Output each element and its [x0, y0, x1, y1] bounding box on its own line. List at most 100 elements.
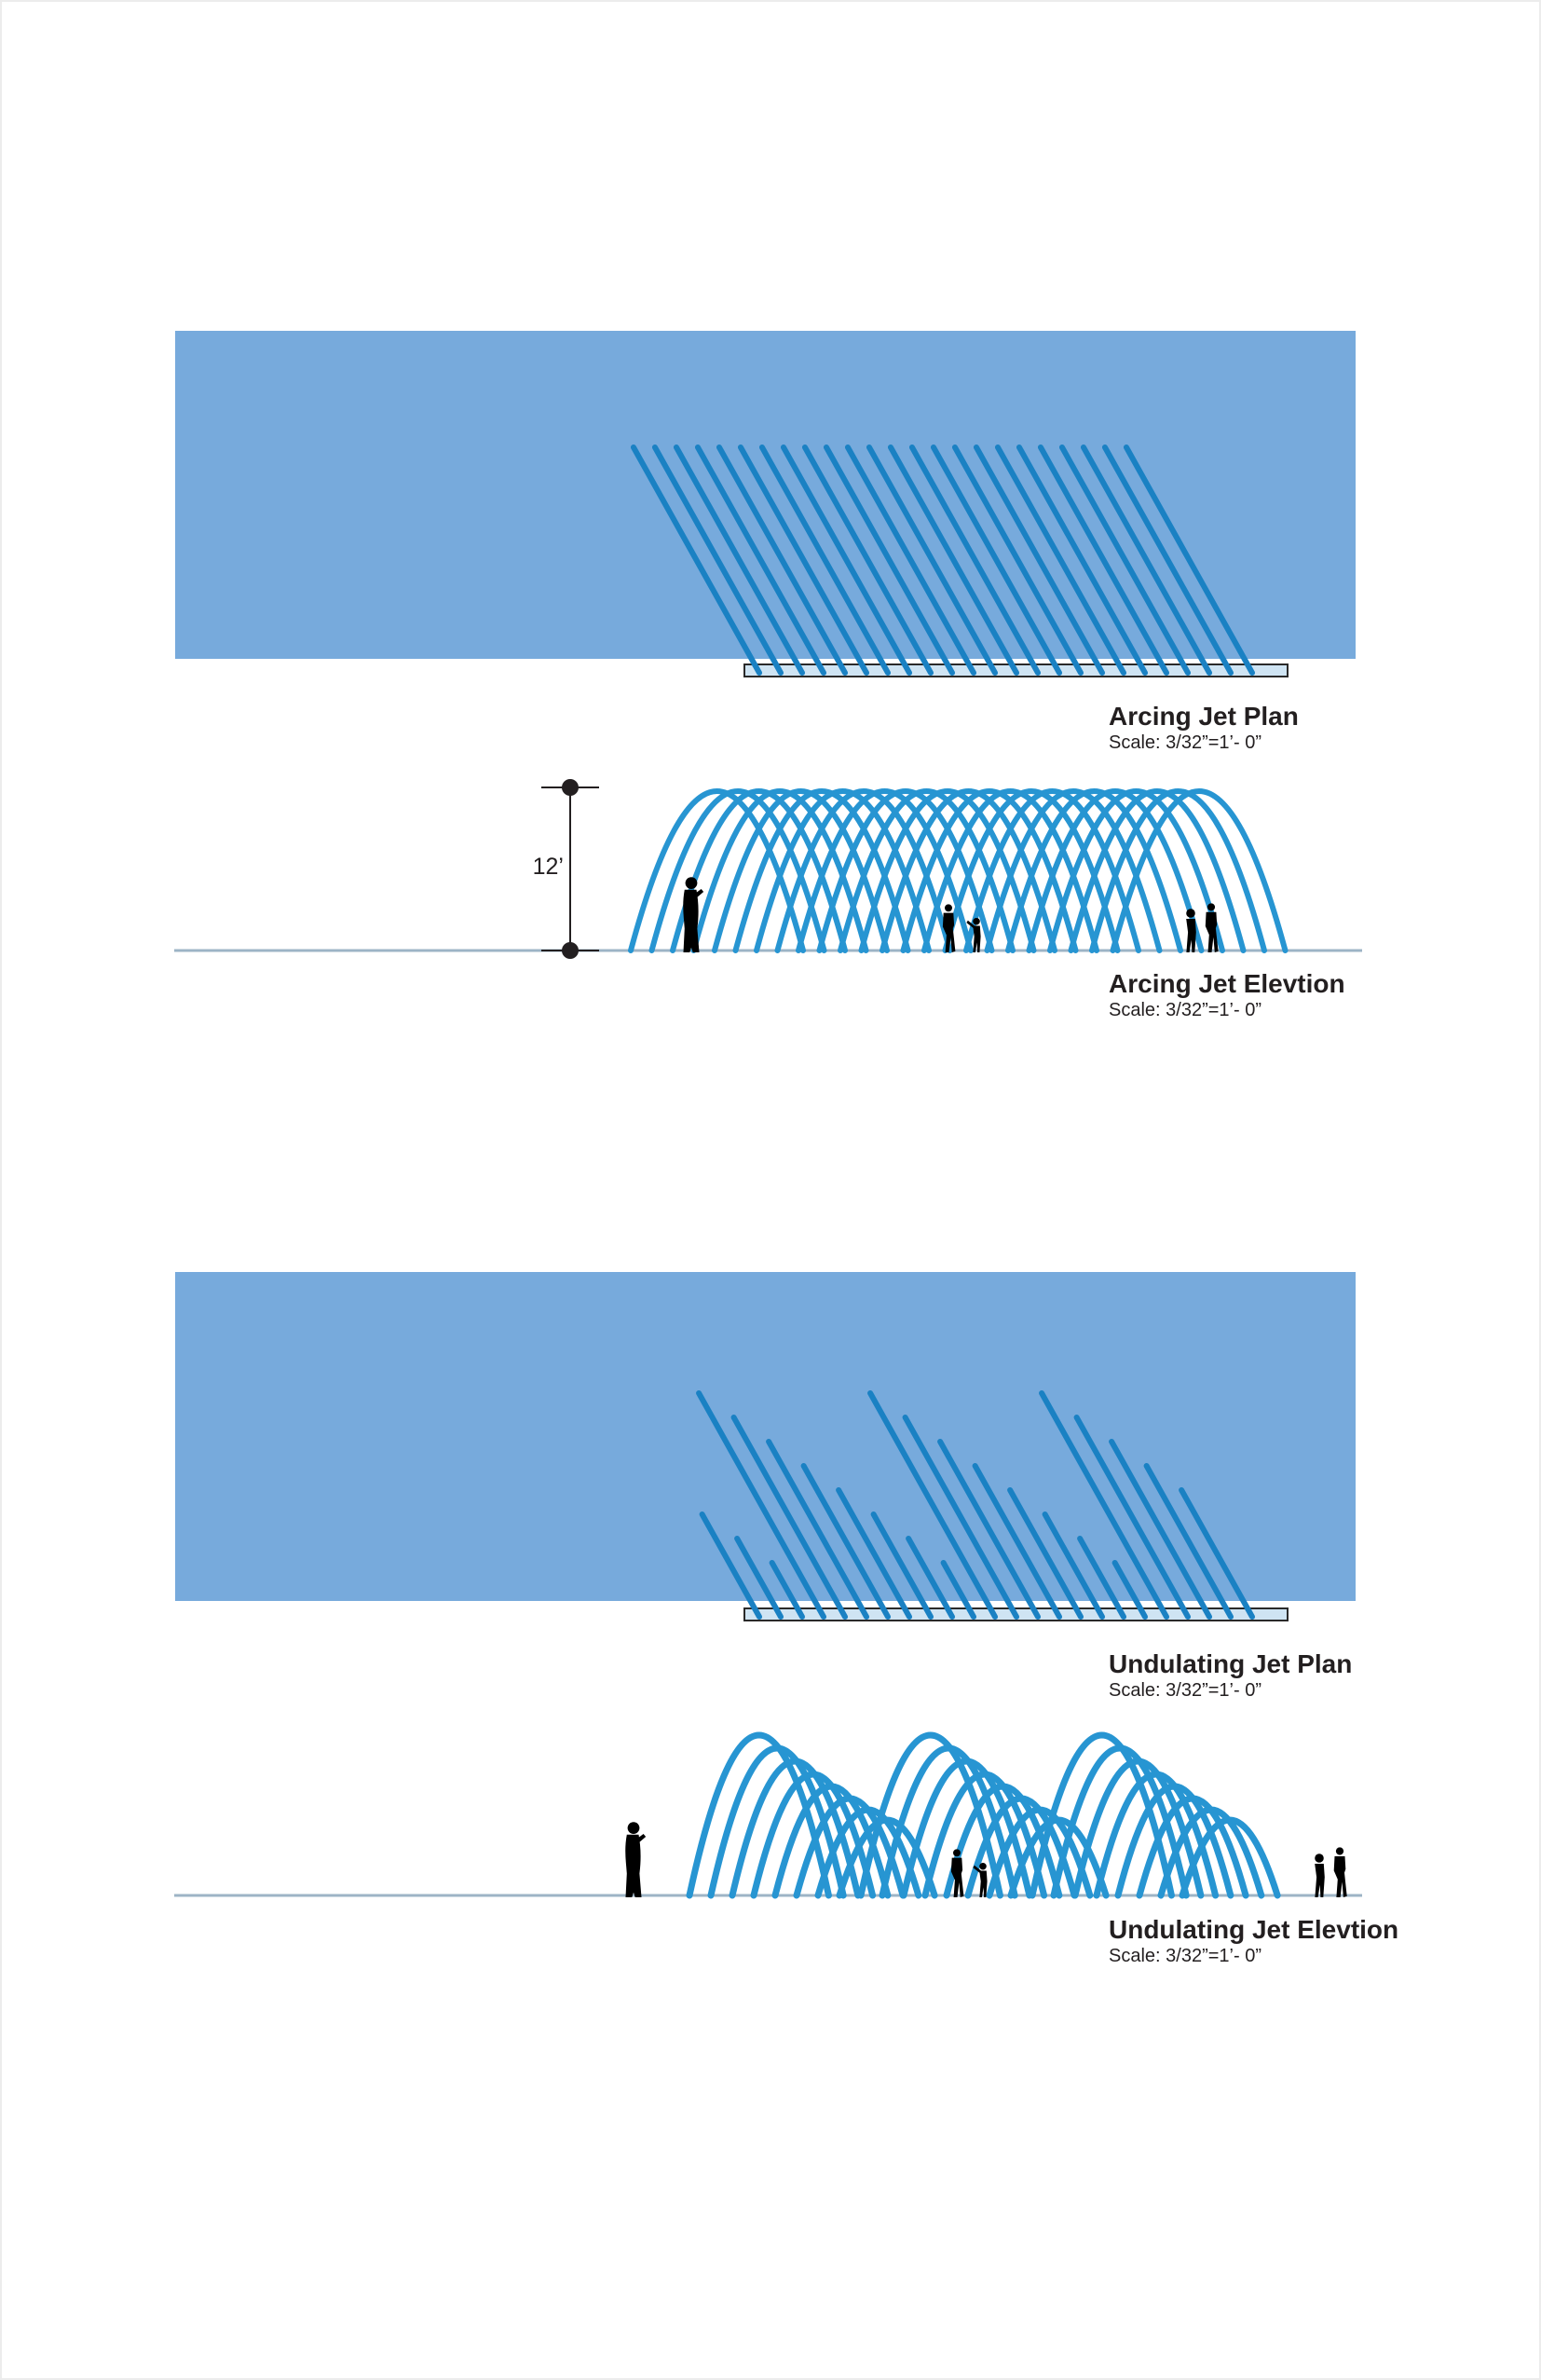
jet-arc	[1179, 1816, 1281, 1899]
jet-line	[836, 1487, 912, 1620]
jet-line	[867, 1390, 998, 1620]
jet-line	[699, 1511, 762, 1620]
jet-arc	[1007, 1816, 1110, 1899]
jet-line	[940, 1560, 976, 1620]
jet-line	[937, 1439, 1041, 1620]
jet-line	[758, 445, 891, 676]
jet-arc	[1050, 1744, 1190, 1899]
jet-line	[1007, 1487, 1084, 1620]
arcing-jet-plan-title: Arcing Jet Plan	[1109, 702, 1299, 731]
jet-arc	[1068, 788, 1247, 953]
jet-line	[780, 445, 912, 676]
jet-line	[908, 445, 1041, 676]
jet-line	[951, 445, 1084, 676]
jet-line	[1016, 445, 1148, 676]
jet-arc	[1047, 788, 1225, 953]
jet-arc	[921, 1771, 1048, 1899]
caption-undulating-jet-elevation: Undulating Jet Elevtion Scale: 3/32”=1’-…	[1109, 1915, 1398, 1967]
jet-arc	[836, 1816, 938, 1899]
jet-line	[737, 445, 869, 676]
jet-arc	[1110, 788, 1289, 953]
undulating-jet-plan-title: Undulating Jet Plan	[1109, 1649, 1353, 1678]
jet-arc	[1136, 1795, 1249, 1899]
undulating-jet-plan-scale-note: Scale: 3/32”=1’- 0”	[1109, 1680, 1261, 1701]
jet-line	[769, 1560, 805, 1620]
jet-arc	[1005, 788, 1183, 953]
jet-line	[1037, 445, 1169, 676]
jet-line	[844, 445, 976, 676]
caption-undulating-jet-plan: Undulating Jet Plan Scale: 3/32”=1’- 0”	[1109, 1649, 1352, 1702]
jet-line	[800, 1463, 891, 1620]
jet-line	[1077, 1536, 1126, 1620]
person-adult-with-child	[942, 904, 956, 952]
undulating-jet-elevation-scale-note: Scale: 3/32”=1’- 0”	[1109, 1946, 1261, 1966]
jet-line	[651, 445, 784, 676]
jet-line	[1109, 1439, 1212, 1620]
jet-line	[730, 1415, 848, 1620]
person-woman-photographing	[683, 877, 704, 952]
undulating-jet-elevation-title: Undulating Jet Elevtion	[1109, 1915, 1399, 1944]
arcing-jet-plan-drawing	[175, 331, 1356, 677]
jet-line	[716, 445, 848, 676]
person-woman-photographing	[625, 1822, 647, 1897]
jet-line	[866, 445, 998, 676]
person-walking-pair-short	[1315, 1853, 1325, 1897]
jet-line	[1111, 1560, 1148, 1620]
dimension-label-12ft: 12’	[532, 854, 564, 880]
jet-line	[930, 445, 1062, 676]
jet-line	[801, 445, 934, 676]
jet-line	[973, 445, 1105, 676]
jet-line	[902, 1415, 1019, 1620]
jet-arc	[986, 1806, 1094, 1899]
jet-line	[1073, 1415, 1191, 1620]
caption-arcing-jet-plan: Arcing Jet Plan Scale: 3/32”=1’- 0”	[1109, 702, 1299, 754]
jet-arc	[814, 1806, 922, 1899]
jet-arc	[1026, 788, 1205, 953]
person-walking-pair-tall	[1333, 1847, 1347, 1897]
jet-line	[870, 1511, 934, 1620]
jet-line	[1179, 1487, 1255, 1620]
jet-arc	[750, 1771, 877, 1899]
caption-arcing-jet-elevation: Arcing Jet Elevtion Scale: 3/32”=1’- 0”	[1109, 969, 1345, 1021]
arcing-jet-elevation-scale-note: Scale: 3/32”=1’- 0”	[1109, 1000, 1261, 1020]
jet-line	[823, 445, 955, 676]
jet-line	[972, 1463, 1062, 1620]
arcing-jet-elevation-drawing	[174, 779, 1362, 959]
jet-arc	[1093, 1771, 1220, 1899]
arcing-jet-plan-scale-note: Scale: 3/32”=1’- 0”	[1109, 732, 1261, 753]
jet-arc	[964, 1795, 1078, 1899]
jet-line	[766, 1439, 869, 1620]
person-child-reaching	[966, 917, 981, 952]
jet-line	[906, 1536, 955, 1620]
jet-arc	[707, 1744, 847, 1899]
pool-rect	[175, 1272, 1356, 1601]
jet-arc	[857, 1731, 1003, 1899]
jet-arc	[686, 1731, 832, 1899]
jet-line	[1042, 1511, 1105, 1620]
undulating-jet-elevation-drawing	[174, 1731, 1362, 1899]
jet-line	[1039, 1390, 1169, 1620]
jet-arc	[1114, 1783, 1234, 1899]
arcing-jet-elevation-title: Arcing Jet Elevtion	[1109, 969, 1345, 998]
jet-line	[994, 445, 1126, 676]
person-walking-pair-tall	[1205, 903, 1219, 952]
person-child-reaching	[973, 1862, 988, 1897]
jet-line	[1123, 445, 1255, 676]
jet-line	[630, 445, 762, 676]
jet-arc	[1157, 1806, 1265, 1899]
jet-arc	[793, 1795, 907, 1899]
jet-line	[887, 445, 1019, 676]
jet-line	[696, 1390, 826, 1620]
jet-line	[1101, 445, 1234, 676]
person-walking-pair-short	[1186, 909, 1196, 952]
jet-arc	[1029, 1731, 1175, 1899]
jet-line	[1143, 1463, 1234, 1620]
jet-line	[734, 1536, 784, 1620]
person-adult-with-child	[950, 1849, 964, 1897]
dimension-marker	[541, 779, 599, 959]
undulating-jet-plan-drawing	[175, 1272, 1356, 1621]
jet-line	[1058, 445, 1191, 676]
jet-line	[673, 445, 805, 676]
